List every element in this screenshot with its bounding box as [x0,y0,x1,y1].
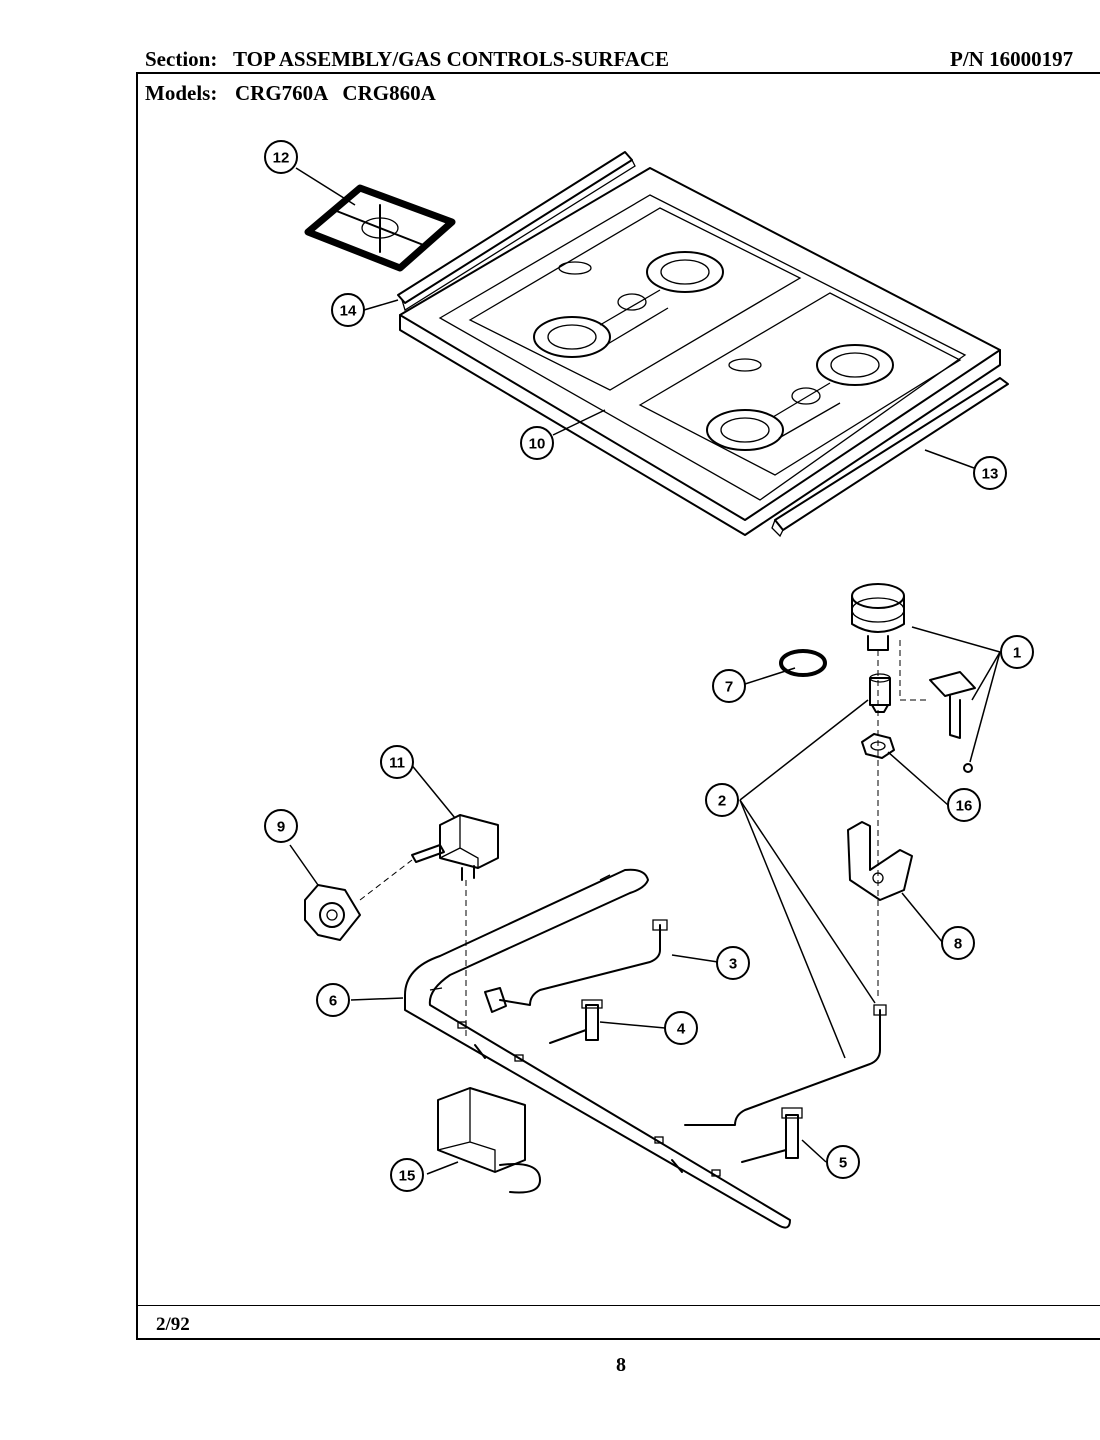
callout-label-10: 10 [529,436,546,453]
callout-5: 5 [826,1145,860,1179]
callout-16: 16 [947,788,981,822]
callout-1: 1 [1000,635,1034,669]
callout-label-3: 3 [729,956,737,973]
page-number: 8 [616,1354,626,1376]
tube-fitting-5 [741,1107,803,1163]
callout-9: 9 [264,809,298,843]
footer-rule-top [136,1305,1100,1306]
callout-label-13: 13 [982,466,999,483]
alignment-line-valve-side [899,640,930,701]
burner-grate [304,184,456,272]
callout-3: 3 [716,946,750,980]
valve-knob-mount [304,884,361,941]
cooktop-main-top [399,167,1001,536]
front-trim-strip [771,377,1009,538]
leader-lines [289,167,1001,1175]
callout-label-8: 8 [954,936,962,953]
section-label: Section: [145,47,218,71]
callout-10: 10 [520,426,554,460]
gas-manifold [404,868,791,1229]
callout-label-9: 9 [277,819,285,836]
callout-7: 7 [712,669,746,703]
callout-2: 2 [705,783,739,817]
callout-label-6: 6 [329,993,337,1010]
gas-tube-3 [484,919,668,1013]
callout-label-7: 7 [725,679,733,696]
callout-label-12: 12 [273,150,290,167]
callout-label-5: 5 [839,1155,847,1172]
callout-label-11: 11 [389,755,405,772]
spark-module [437,1087,541,1194]
callout-12: 12 [264,140,298,174]
o-ring [779,649,827,677]
callout-6: 6 [316,983,350,1017]
callout-label-4: 4 [677,1021,686,1038]
callout-14: 14 [331,293,365,327]
burner-valve [851,583,976,773]
callout-15: 15 [390,1158,424,1192]
igniter-switch [411,814,499,881]
callout-label-15: 15 [399,1168,416,1185]
callout-label-2: 2 [718,793,726,810]
callout-13: 13 [973,456,1007,490]
callout-label-16: 16 [956,798,973,815]
alignment-line-knob [359,859,413,901]
section-title: TOP ASSEMBLY/GAS CONTROLS-SURFACE [233,47,670,71]
revision-date: 2/92 [156,1314,190,1335]
part-number: P/N 16000197 [950,47,1074,71]
models-value: CRG760A CRG860A [235,81,436,105]
frame-left [136,72,138,1340]
rear-trim-strip [397,151,636,312]
header-rule [136,72,1100,74]
callout-8: 8 [941,926,975,960]
footer-rule-bottom [136,1338,1100,1340]
callout-4: 4 [664,1011,698,1045]
callout-label-14: 14 [340,303,357,320]
orifice-holder [869,673,891,713]
tube-fitting-4 [549,999,603,1044]
callout-11: 11 [380,745,414,779]
callout-label-1: 1 [1013,645,1021,662]
models-label: Models: [145,81,218,105]
gas-tube-2 [684,1004,887,1126]
valve-bracket [847,821,913,901]
